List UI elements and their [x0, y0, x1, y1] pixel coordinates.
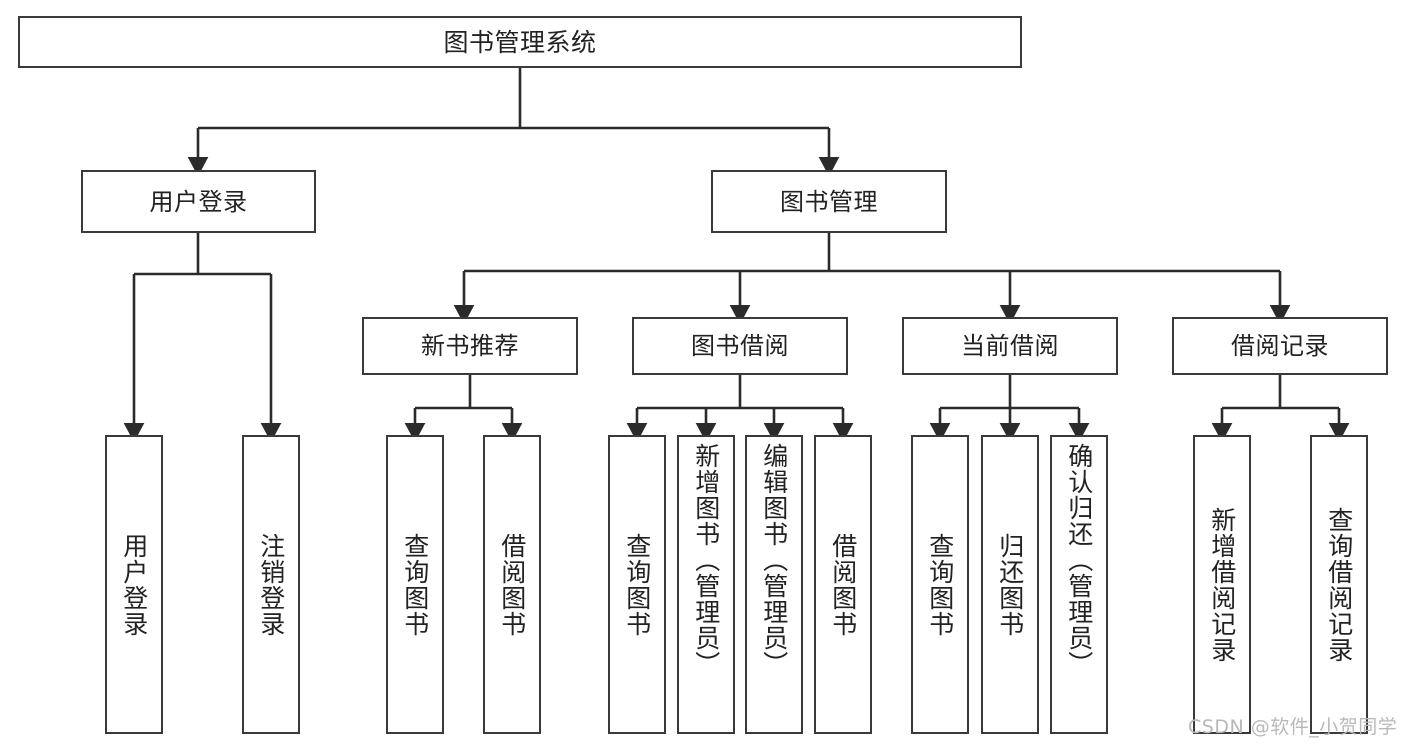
node-leaf-edit-book-admin[interactable]: 编辑图书（管理员）: [745, 435, 803, 734]
node-new-book-recommend-label: 新书推荐: [421, 332, 519, 360]
node-leaf-user-login-label: 用户登录: [119, 532, 149, 637]
node-borrow-record[interactable]: 借阅记录: [1172, 317, 1388, 375]
node-current-borrow[interactable]: 当前借阅: [902, 317, 1118, 375]
node-leaf-query-book-2[interactable]: 查询图书: [608, 435, 666, 734]
node-leaf-add-borrow-record-label: 新增借阅记录: [1207, 506, 1237, 663]
node-leaf-return-book-label: 归还图书: [995, 532, 1025, 637]
node-leaf-add-borrow-record[interactable]: 新增借阅记录: [1193, 435, 1251, 734]
node-leaf-logout-login[interactable]: 注销登录: [242, 435, 300, 734]
node-leaf-query-book-1-label: 查询图书: [400, 532, 430, 637]
node-leaf-add-book-admin-label: 新增图书（管理员）: [691, 443, 721, 677]
node-new-book-recommend[interactable]: 新书推荐: [362, 317, 578, 375]
node-root-system[interactable]: 图书管理系统: [18, 16, 1022, 68]
node-book-management-label: 图书管理: [780, 187, 878, 216]
node-root-system-label: 图书管理系统: [443, 27, 597, 57]
node-book-management[interactable]: 图书管理: [711, 170, 947, 233]
node-user-login[interactable]: 用户登录: [81, 170, 316, 233]
node-borrow-record-label: 借阅记录: [1231, 332, 1329, 360]
node-leaf-query-book-2-label: 查询图书: [622, 532, 652, 637]
node-book-borrow[interactable]: 图书借阅: [632, 317, 848, 375]
node-leaf-add-book-admin[interactable]: 新增图书（管理员）: [677, 435, 735, 734]
node-leaf-query-book-3[interactable]: 查询图书: [911, 435, 969, 734]
node-user-login-label: 用户登录: [149, 187, 248, 216]
node-leaf-edit-book-admin-label: 编辑图书（管理员）: [759, 443, 789, 677]
node-book-borrow-label: 图书借阅: [691, 332, 789, 360]
node-leaf-logout-login-label: 注销登录: [256, 532, 286, 637]
node-leaf-user-login[interactable]: 用户登录: [105, 435, 163, 734]
node-leaf-return-book[interactable]: 归还图书: [981, 435, 1039, 734]
node-leaf-query-borrow-record-label: 查询借阅记录: [1324, 506, 1354, 663]
node-leaf-confirm-return-admin[interactable]: 确认归还（管理员）: [1050, 435, 1108, 734]
node-leaf-borrow-book-2[interactable]: 借阅图书: [814, 435, 872, 734]
node-leaf-query-borrow-record[interactable]: 查询借阅记录: [1310, 435, 1368, 734]
node-leaf-borrow-book-1[interactable]: 借阅图书: [483, 435, 541, 734]
node-leaf-borrow-book-2-label: 借阅图书: [828, 532, 858, 637]
node-leaf-query-book-1[interactable]: 查询图书: [386, 435, 444, 734]
node-current-borrow-label: 当前借阅: [961, 332, 1059, 360]
node-leaf-confirm-return-admin-label: 确认归还（管理员）: [1064, 443, 1094, 677]
node-leaf-query-book-3-label: 查询图书: [925, 532, 955, 637]
node-leaf-borrow-book-1-label: 借阅图书: [497, 532, 527, 637]
csdn-watermark: CSDN @软件_小贺同学: [1188, 716, 1398, 738]
